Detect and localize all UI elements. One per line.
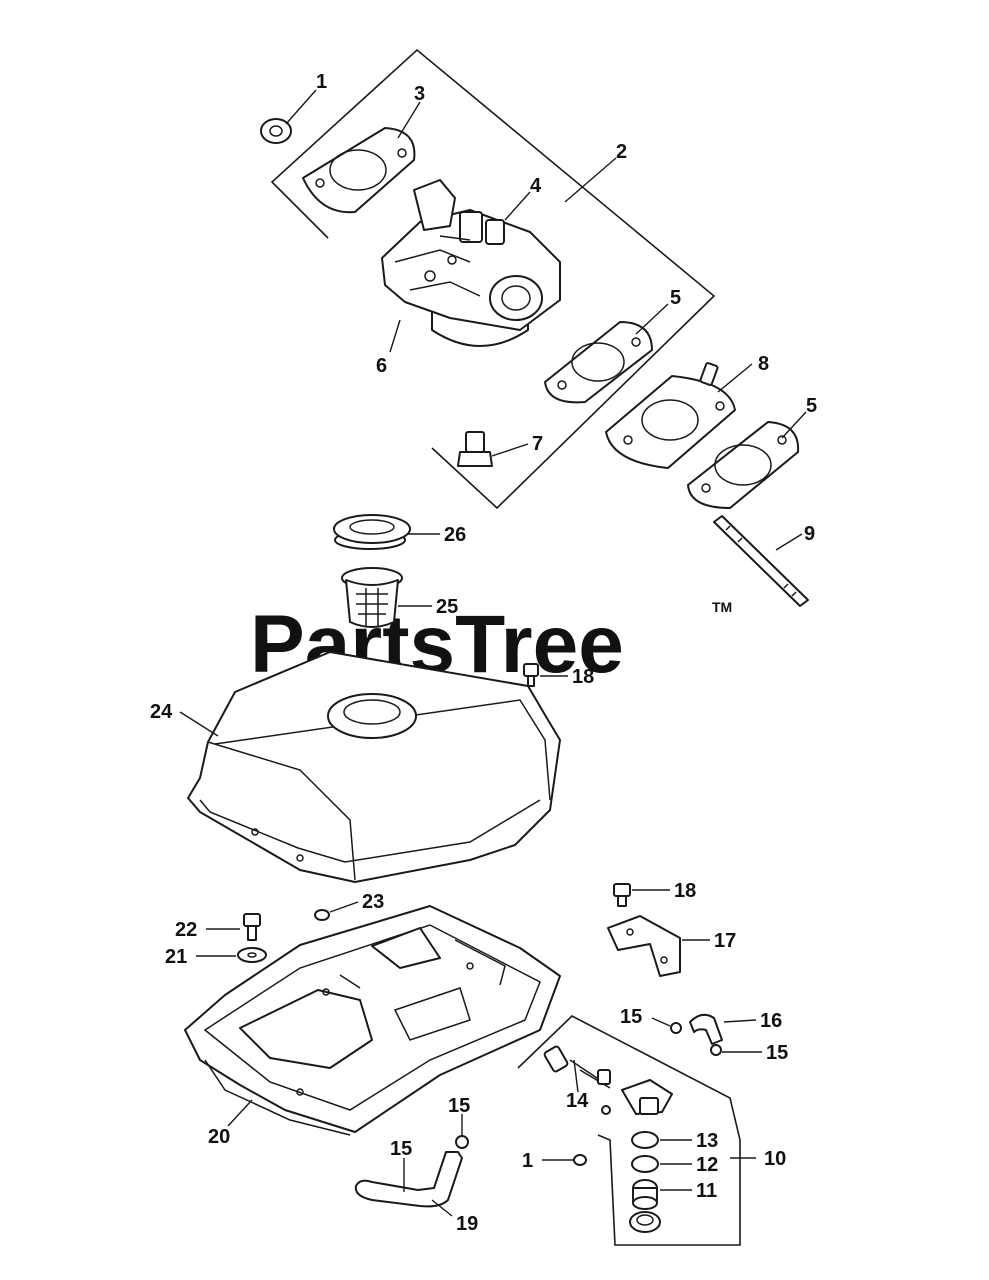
callout-5: 5 <box>806 395 817 417</box>
gasket-part-5-lower <box>687 421 800 509</box>
stud-part-9 <box>713 515 809 607</box>
bolt-part-18-right <box>613 883 631 907</box>
callout-20: 20 <box>208 1126 230 1148</box>
carburetor-kit-frame <box>270 48 716 510</box>
clamp-part-15-c <box>455 1135 469 1149</box>
callout-22: 22 <box>175 919 197 941</box>
filter-part-11 <box>632 1179 658 1210</box>
bolt-part-18-upper <box>523 663 539 687</box>
tank-base-part-20 <box>184 905 561 1136</box>
callout-1: 1 <box>522 1150 533 1172</box>
svg-text:TM: TM <box>712 599 732 615</box>
callout-18: 18 <box>572 666 594 688</box>
fuel-cup-part <box>629 1211 661 1233</box>
callout-15: 15 <box>390 1138 412 1160</box>
callout-23: 23 <box>362 891 384 913</box>
callout-6: 6 <box>376 355 387 377</box>
callout-11: 11 <box>696 1180 717 1202</box>
callout-17: 17 <box>714 930 736 952</box>
callout-1: 1 <box>316 71 327 93</box>
callout-8: 8 <box>758 353 769 375</box>
gasket-part-12 <box>631 1155 659 1173</box>
fuel-hose-part-16 <box>689 1013 723 1045</box>
callout-15: 15 <box>448 1095 470 1117</box>
callout-25: 25 <box>436 596 458 618</box>
clamp-part-15-a <box>670 1022 682 1034</box>
fuel-line-part-19 <box>354 1151 463 1208</box>
callout-9: 9 <box>804 523 815 545</box>
bracket-part-17 <box>607 915 681 977</box>
fuel-valve-part-14 <box>543 1045 673 1115</box>
callout-12: 12 <box>696 1154 718 1176</box>
insulator-part-8 <box>605 362 736 469</box>
carburetor-part-6 <box>381 179 561 347</box>
callout-19: 19 <box>456 1213 478 1235</box>
callout-7: 7 <box>532 433 543 455</box>
washer-part-21 <box>237 947 267 963</box>
callout-15: 15 <box>620 1006 642 1028</box>
callout-13: 13 <box>696 1130 718 1152</box>
seal-part-13 <box>631 1131 659 1149</box>
fuel-tank-part-24 <box>187 651 561 883</box>
callout-3: 3 <box>414 83 425 105</box>
gasket-part-3 <box>302 127 416 214</box>
callout-15: 15 <box>766 1042 788 1064</box>
clamp-part-15-b <box>710 1044 722 1056</box>
callout-18: 18 <box>674 880 696 902</box>
callout-16: 16 <box>760 1010 782 1032</box>
fuel-cap-part-26 <box>333 514 411 550</box>
callout-labels: 1 2 3 4 5 5 6 7 8 9 26 25 18 24 18 23 22… <box>150 71 817 1235</box>
screw-part-7 <box>457 431 493 467</box>
callout-14: 14 <box>566 1090 589 1112</box>
callout-21: 21 <box>165 946 187 968</box>
callout-10: 10 <box>764 1148 786 1170</box>
gasket-part-5-upper <box>544 321 653 404</box>
callout-24: 24 <box>150 701 173 723</box>
fuel-valve-assembly-frame <box>517 1015 741 1246</box>
callout-26: 26 <box>444 524 466 546</box>
callout-5: 5 <box>670 287 681 309</box>
nut-part-1-lower <box>573 1154 587 1166</box>
nut-part-1 <box>260 118 292 144</box>
leader-lines <box>179 89 807 1217</box>
fuel-strainer-part-25 <box>341 567 403 628</box>
plug-part-23 <box>314 909 330 921</box>
callout-2: 2 <box>616 141 627 163</box>
bolt-part-22 <box>243 913 261 941</box>
callout-4: 4 <box>530 175 542 197</box>
